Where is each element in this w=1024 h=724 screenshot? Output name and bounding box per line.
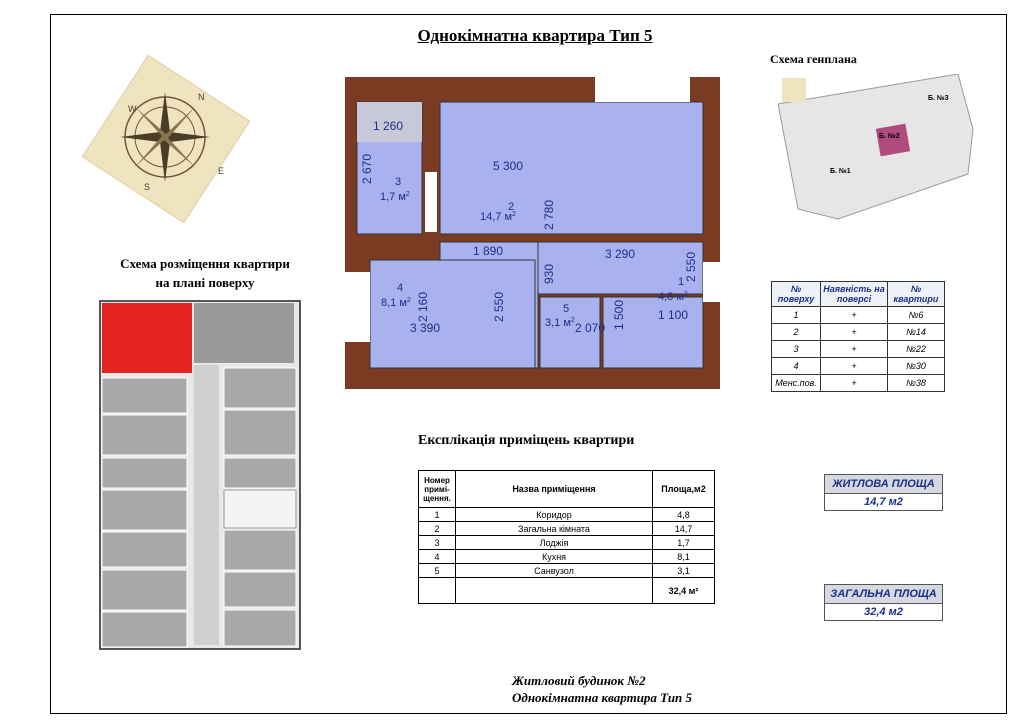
room-4-area: 8,1 м2 (381, 297, 411, 309)
site-plan-title: Схема генплана (770, 52, 857, 66)
total-area-box: ЗАГАЛЬНА ПЛОЩА 32,4 м2 (824, 584, 943, 621)
placement-title-line1: Схема розміщення квартири (120, 256, 290, 271)
room-1-number: 1 (678, 276, 684, 288)
room-2-area: 14,7 м2 (480, 211, 516, 223)
compass-letter-s: S (144, 182, 150, 192)
room-1-area: 4,8 м2 (658, 291, 688, 303)
dim-3390: 3 390 (410, 321, 440, 335)
site-compass-icon (782, 78, 806, 102)
dim-2670: 2 670 (360, 154, 374, 184)
dim-1500: 1 500 (612, 300, 626, 330)
compass-letter-n: N (198, 92, 205, 102)
total-area-value: 32,4 м2 (825, 604, 942, 620)
explication-title: Експлікація приміщень квартири (418, 433, 635, 448)
dim-2550-kitchen: 2 550 (492, 292, 506, 322)
drawing-frame (50, 14, 1007, 714)
floors-header-floor: № поверху (771, 281, 821, 307)
explication-table: Номер примі-щення. Назва приміщення Площ… (418, 470, 715, 604)
dim-5300: 5 300 (493, 159, 523, 173)
building-2-label: Б. №2 (879, 132, 900, 140)
building-1-label: Б. №1 (830, 167, 851, 175)
explication-total: 32,4 м² (652, 577, 715, 604)
floors-table: № поверху Наявність на поверсі № квартир… (771, 281, 945, 392)
floors-header-availability: Наявність на поверсі (820, 281, 888, 307)
room-4-number: 4 (397, 282, 403, 294)
dim-1260: 1 260 (373, 119, 403, 133)
dim-930: 930 (542, 264, 556, 284)
dim-2070: 2 070 (575, 321, 605, 335)
table-row: 4+№30 (771, 357, 945, 375)
placement-title-line2: на плані поверху (155, 275, 255, 290)
expl-header-number: Номер примі-щення. (418, 470, 456, 508)
footer-line2: Однокімнатна квартира Тип 5 (512, 690, 693, 705)
apartment-floor-plan: 1 260 2 670 5 300 2 780 1 890 930 3 290 … (345, 77, 720, 389)
expl-header-area: Площа,м2 (652, 470, 715, 508)
site-plan-map: Б. №1 Б. №2 Б. №3 (778, 74, 974, 220)
compass-letter-e: E (218, 166, 224, 176)
dim-2550-right: 2 550 (684, 252, 698, 282)
living-area-value: 14,7 м2 (825, 494, 942, 510)
page-title: Однокімнатна квартира Тип 5 (417, 26, 653, 45)
dim-1890: 1 890 (473, 244, 503, 258)
table-row: 2+№14 (771, 323, 945, 341)
placement-title: Схема розміщення квартири на плані повер… (100, 254, 310, 292)
dim-3290: 3 290 (605, 247, 635, 261)
total-area-label: ЗАГАЛЬНА ПЛОЩА (825, 585, 942, 604)
dim-2780: 2 780 (542, 200, 556, 230)
footer-line1: Житловий будинок №2 (512, 673, 646, 688)
room-3-number: 3 (395, 176, 401, 188)
room-2-number: 2 (508, 201, 514, 213)
dim-2160: 2 160 (416, 292, 430, 322)
room-3-area: 1,7 м2 (380, 191, 410, 203)
table-row: 3+№22 (771, 340, 945, 358)
room-5-number: 5 (563, 303, 569, 315)
dim-1100: 1 100 (658, 308, 688, 322)
floor-placement-plan (99, 300, 301, 650)
floors-header-apartment: № квартири (887, 281, 945, 307)
living-area-box: ЖИТЛОВА ПЛОЩА 14,7 м2 (824, 474, 943, 511)
room-5-area: 3,1 м2 (545, 317, 575, 329)
table-row: Менс.пов.+№38 (771, 374, 945, 392)
expl-header-name: Назва приміщення (455, 470, 653, 508)
compass-letter-w: W (128, 104, 137, 114)
building-3-label: Б. №3 (928, 94, 949, 102)
table-row-total: 32,4 м² (418, 577, 715, 604)
footer: Житловий будинок №2 Однокімнатна квартир… (512, 672, 692, 706)
living-area-label: ЖИТЛОВА ПЛОЩА (825, 475, 942, 494)
compass-icon: N W E S (120, 92, 224, 192)
table-row: 1+№6 (771, 306, 945, 324)
